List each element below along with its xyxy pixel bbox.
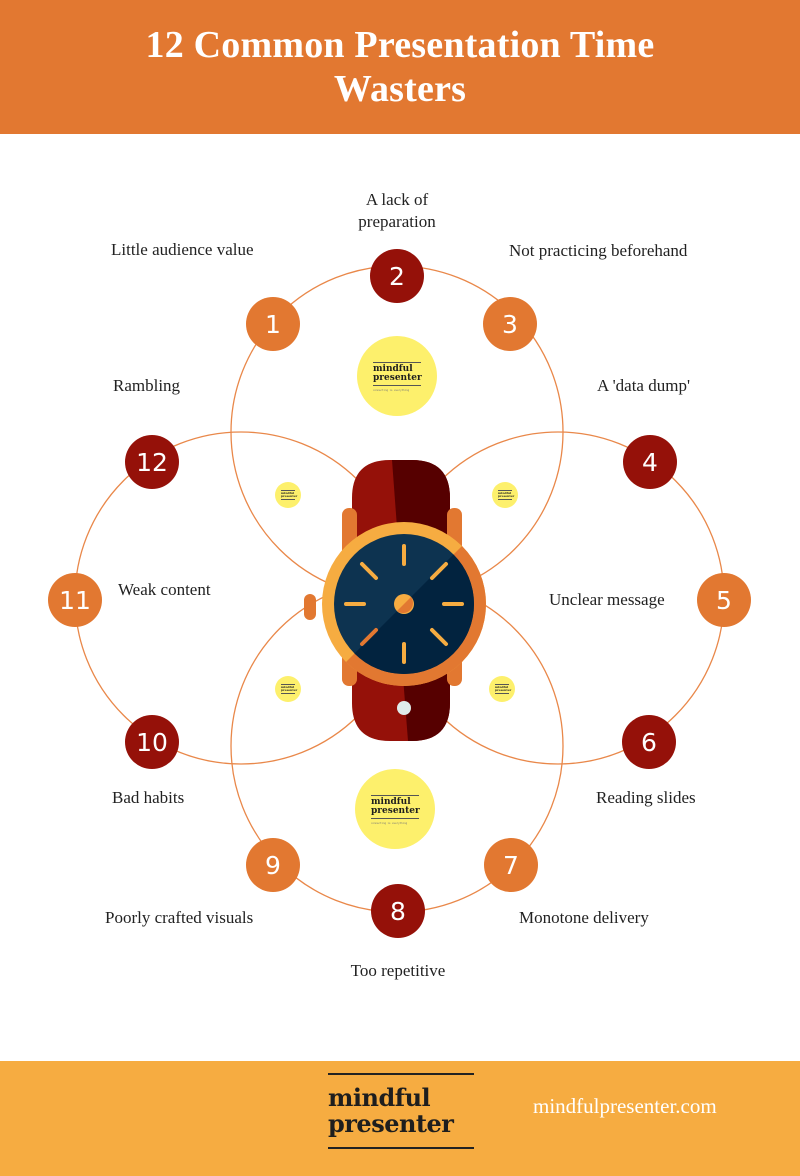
page-title: 12 Common Presentation Time Wasters bbox=[145, 24, 655, 110]
footer-logo: mindful presenter bbox=[328, 1073, 474, 1149]
badge-3: 3 bbox=[483, 297, 537, 351]
label-item-6: Reading slides bbox=[596, 788, 696, 807]
website-link[interactable]: mindfulpresenter.com bbox=[533, 1094, 717, 1118]
label-item-2: A lack of preparation bbox=[358, 190, 436, 231]
label-item-10: Bad habits bbox=[112, 788, 185, 807]
badge-11: 11 bbox=[48, 573, 102, 627]
badge-7: 7 bbox=[484, 838, 538, 892]
label-item-3: Not practicing beforehand bbox=[509, 241, 688, 260]
label-item-8: Too repetitive bbox=[350, 961, 446, 980]
badge-4: 4 bbox=[623, 435, 677, 489]
logo-disc-top: mindful presenter connecting is everythi… bbox=[357, 336, 437, 416]
label-item-1: Little audience value bbox=[111, 240, 254, 259]
badge-9: 9 bbox=[246, 838, 300, 892]
label-item-4: A 'data dump' bbox=[597, 376, 691, 395]
badge-10: 10 bbox=[125, 715, 179, 769]
label-item-5: Unclear message bbox=[549, 590, 665, 609]
badge-1: 1 bbox=[246, 297, 300, 351]
label-item-11: Weak content bbox=[118, 580, 211, 599]
badge-2: 2 bbox=[370, 249, 424, 303]
badge-5: 5 bbox=[697, 573, 751, 627]
label-item-9: Poorly crafted visuals bbox=[105, 908, 254, 927]
time-wasters-diagram: mindful presenter connecting is everythi… bbox=[0, 134, 800, 1061]
logo-disc-bottom: mindful presenter connecting is everythi… bbox=[355, 769, 435, 849]
badge-8: 8 bbox=[371, 884, 425, 938]
wristwatch-icon bbox=[304, 460, 486, 741]
footer-banner: mindful presenter mindfulpresenter.com bbox=[0, 1061, 800, 1176]
badge-6: 6 bbox=[622, 715, 676, 769]
label-item-7: Monotone delivery bbox=[519, 908, 649, 927]
label-item-12: Rambling bbox=[113, 376, 181, 395]
badge-12: 12 bbox=[125, 435, 179, 489]
header-banner: 12 Common Presentation Time Wasters bbox=[0, 0, 800, 134]
